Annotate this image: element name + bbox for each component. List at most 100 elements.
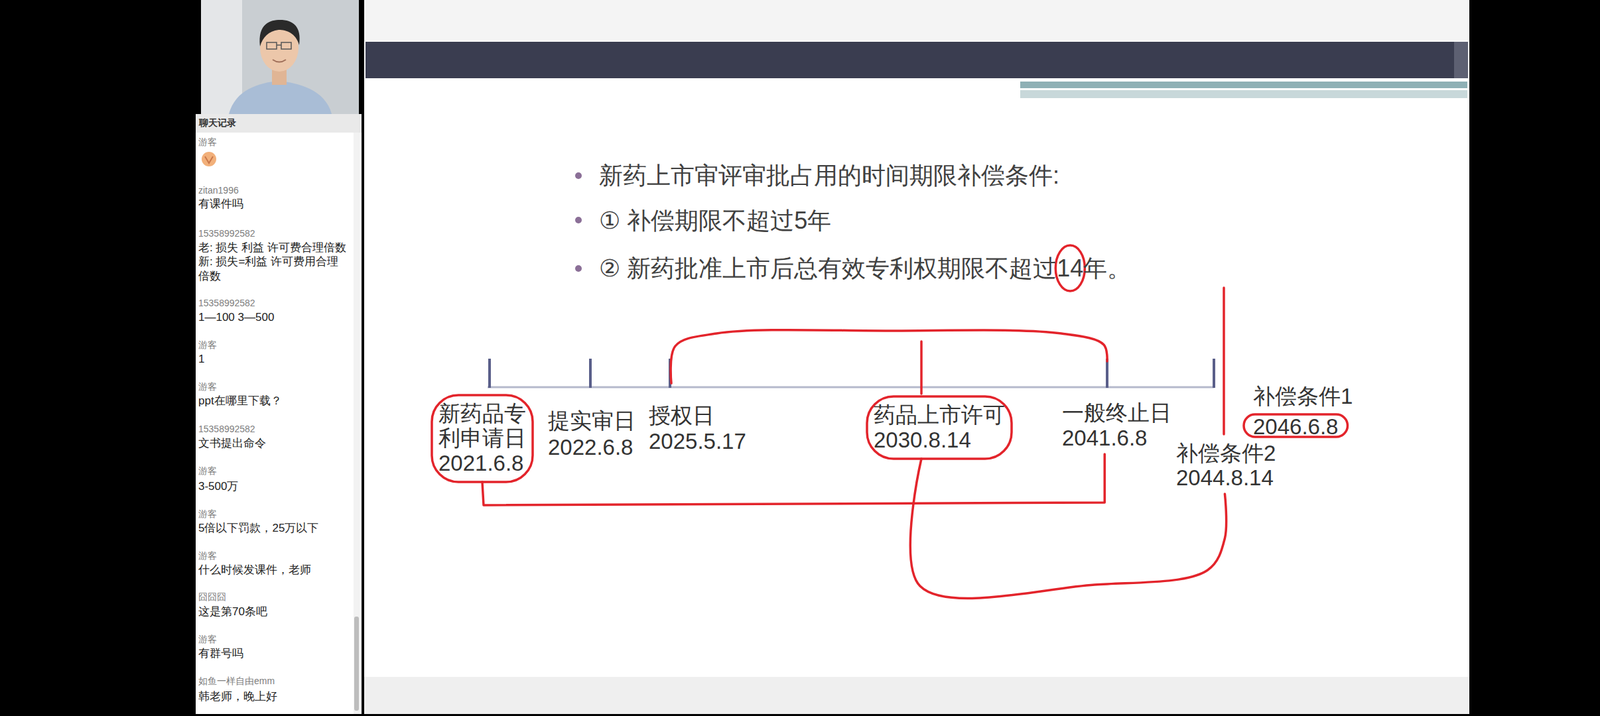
chat-user: 游客 [198, 338, 217, 351]
timeline-tick [488, 358, 491, 389]
timeline-date: 2044.8.14 [1176, 465, 1274, 491]
timeline-tick [1212, 358, 1216, 389]
chat-user: 游客 [198, 465, 217, 477]
timeline-date: 2025.5.17 [648, 429, 747, 454]
red-circle [431, 395, 533, 483]
timeline-date: 2046.6.8 [1253, 414, 1338, 440]
timeline-label: 补偿条件1 [1253, 384, 1353, 409]
timeline-label: 授权日 [648, 403, 715, 429]
bullet-text: ② 新药批准上市后总有效专利权期限不超过14年。 [599, 254, 1132, 283]
chat-user: 如鱼一样自由emm [198, 675, 275, 687]
scroll-track [353, 132, 360, 715]
bullet-dot [575, 172, 582, 180]
chat-user: 游客 [198, 550, 217, 562]
chat-user: 15358992582 [198, 297, 256, 310]
timeline-date: 2022.6.8 [547, 435, 633, 461]
chat-message: 有群号吗 [198, 647, 244, 661]
clap-emoji [204, 156, 213, 164]
chat-user: 游客 [198, 549, 217, 562]
timeline-date: 2041.6.8 [1062, 426, 1147, 452]
chat-message: 1 [198, 352, 205, 366]
timeline-label: 药品上市许可 [873, 403, 1005, 428]
timeline-label: 药品上市许可 [873, 402, 1005, 428]
timeline-label: 一般终止日 [1062, 401, 1172, 426]
timeline-date: 2025.5.17 [648, 429, 747, 455]
presenter-shirt [228, 80, 332, 115]
chat-user: zitan1996 [198, 185, 239, 196]
presenter-glasses [276, 44, 282, 46]
chat-user: 如鱼一样自由emm [198, 675, 275, 688]
chat-message: 老: 损失 利益 许可费合理倍数 新: 损失=利益 许可费用合理倍数 [198, 240, 350, 284]
slide-ground [364, 0, 1470, 715]
chat-message: ppt在哪里下载？ [198, 394, 350, 408]
chat-user: 15358992582 [198, 297, 256, 309]
bullet-dot [575, 216, 582, 224]
timeline-date: 2030.8.14 [873, 428, 972, 454]
timeline-date: 2022.6.8 [547, 435, 633, 460]
chat-user: 15358992582 [198, 228, 256, 239]
presenter-glasses [266, 42, 277, 50]
red-bracket [482, 454, 1105, 506]
chat-message: 韩老师，晚上好 [198, 690, 278, 704]
chat-user: 游客 [198, 381, 217, 393]
timeline-date: 2021.6.8 [438, 451, 524, 477]
timeline-date: 2046.6.8 [1253, 415, 1338, 440]
chat-user: 游客 [198, 508, 217, 521]
red-circle [866, 396, 1012, 460]
timeline-tick [589, 358, 592, 389]
bullet-text: ① 补偿期限不超过5年 [599, 206, 832, 235]
chat-user: 囧囧囧 [198, 591, 227, 603]
chat-user: 游客 [198, 634, 217, 645]
chat-message: 文书提出命令 [198, 436, 350, 451]
chat-user: 囧囧囧 [198, 591, 227, 603]
timeline-date: 2030.8.14 [873, 427, 972, 453]
chat-message: 5倍以下罚款，25万以下 [198, 522, 319, 535]
chat-message: 1 [198, 352, 350, 367]
timeline-label: 一般终止日 [1062, 400, 1172, 426]
red-mark [920, 341, 923, 395]
banner-stripe [1020, 81, 1468, 89]
chat-user: 游客 [198, 508, 217, 520]
webcam-ground [200, 0, 359, 115]
webcam-wall [200, 0, 243, 115]
chat-user: 游客 [198, 135, 217, 148]
chat-user: 游客 [198, 633, 217, 646]
timeline-tick [1105, 358, 1109, 389]
chat-message: 这是第70条吧 [198, 604, 350, 619]
timeline-label: 补偿条件2 [1176, 441, 1276, 467]
red-arc [670, 330, 1108, 384]
scroll-thumb [354, 616, 359, 712]
timeline-label: 新药品专利申请日 [438, 401, 527, 451]
bullet-text: ② 新药批准上市后总有效专利权期限不超过14年。 [599, 254, 1132, 282]
slide-bottom-band [364, 677, 1470, 715]
timeline-label: 补偿条件2 [1176, 441, 1276, 466]
chat-message: 韩老师，晚上好 [198, 689, 350, 704]
chat-header: 聊天记录 [199, 117, 237, 129]
chat-panel [195, 114, 362, 715]
chat-message: 1—100 3—500 [198, 310, 350, 325]
bullet-text: 新药上市审评审批占用的时间期限补偿条件: [599, 161, 1060, 190]
slide-banner [365, 41, 1468, 79]
chat-header: 聊天记录 [199, 116, 237, 129]
chat-user: 15358992582 [198, 227, 256, 240]
chat-message: 什么时候发课件，老师 [198, 563, 350, 578]
banner-stripe [1020, 90, 1468, 99]
chat-message: 这是第70条吧 [198, 605, 268, 619]
chat-user: 游客 [198, 339, 217, 351]
timeline-date: 2044.8.14 [1176, 466, 1274, 491]
chat-header-bar [195, 114, 362, 133]
timeline-label: 提实审日 [547, 408, 636, 434]
chat-user: 15358992582 [198, 423, 256, 435]
chat-user: zitan1996 [198, 184, 239, 197]
chat-message: 1—100 3—500 [198, 311, 274, 324]
chat-message: 有课件吗 [198, 197, 350, 211]
chat-message: 老: 损失 利益 许可费合理倍数 新: 损失=利益 许可费用合理倍数 [198, 241, 347, 283]
chat-message: 3-500万 [198, 480, 239, 493]
presenter-glasses [281, 42, 292, 50]
chat-message: 5倍以下罚款，25万以下 [198, 521, 350, 536]
slide-top-band [364, 0, 1470, 42]
presenter-mouth [272, 59, 286, 63]
presenter-hair [259, 19, 300, 47]
